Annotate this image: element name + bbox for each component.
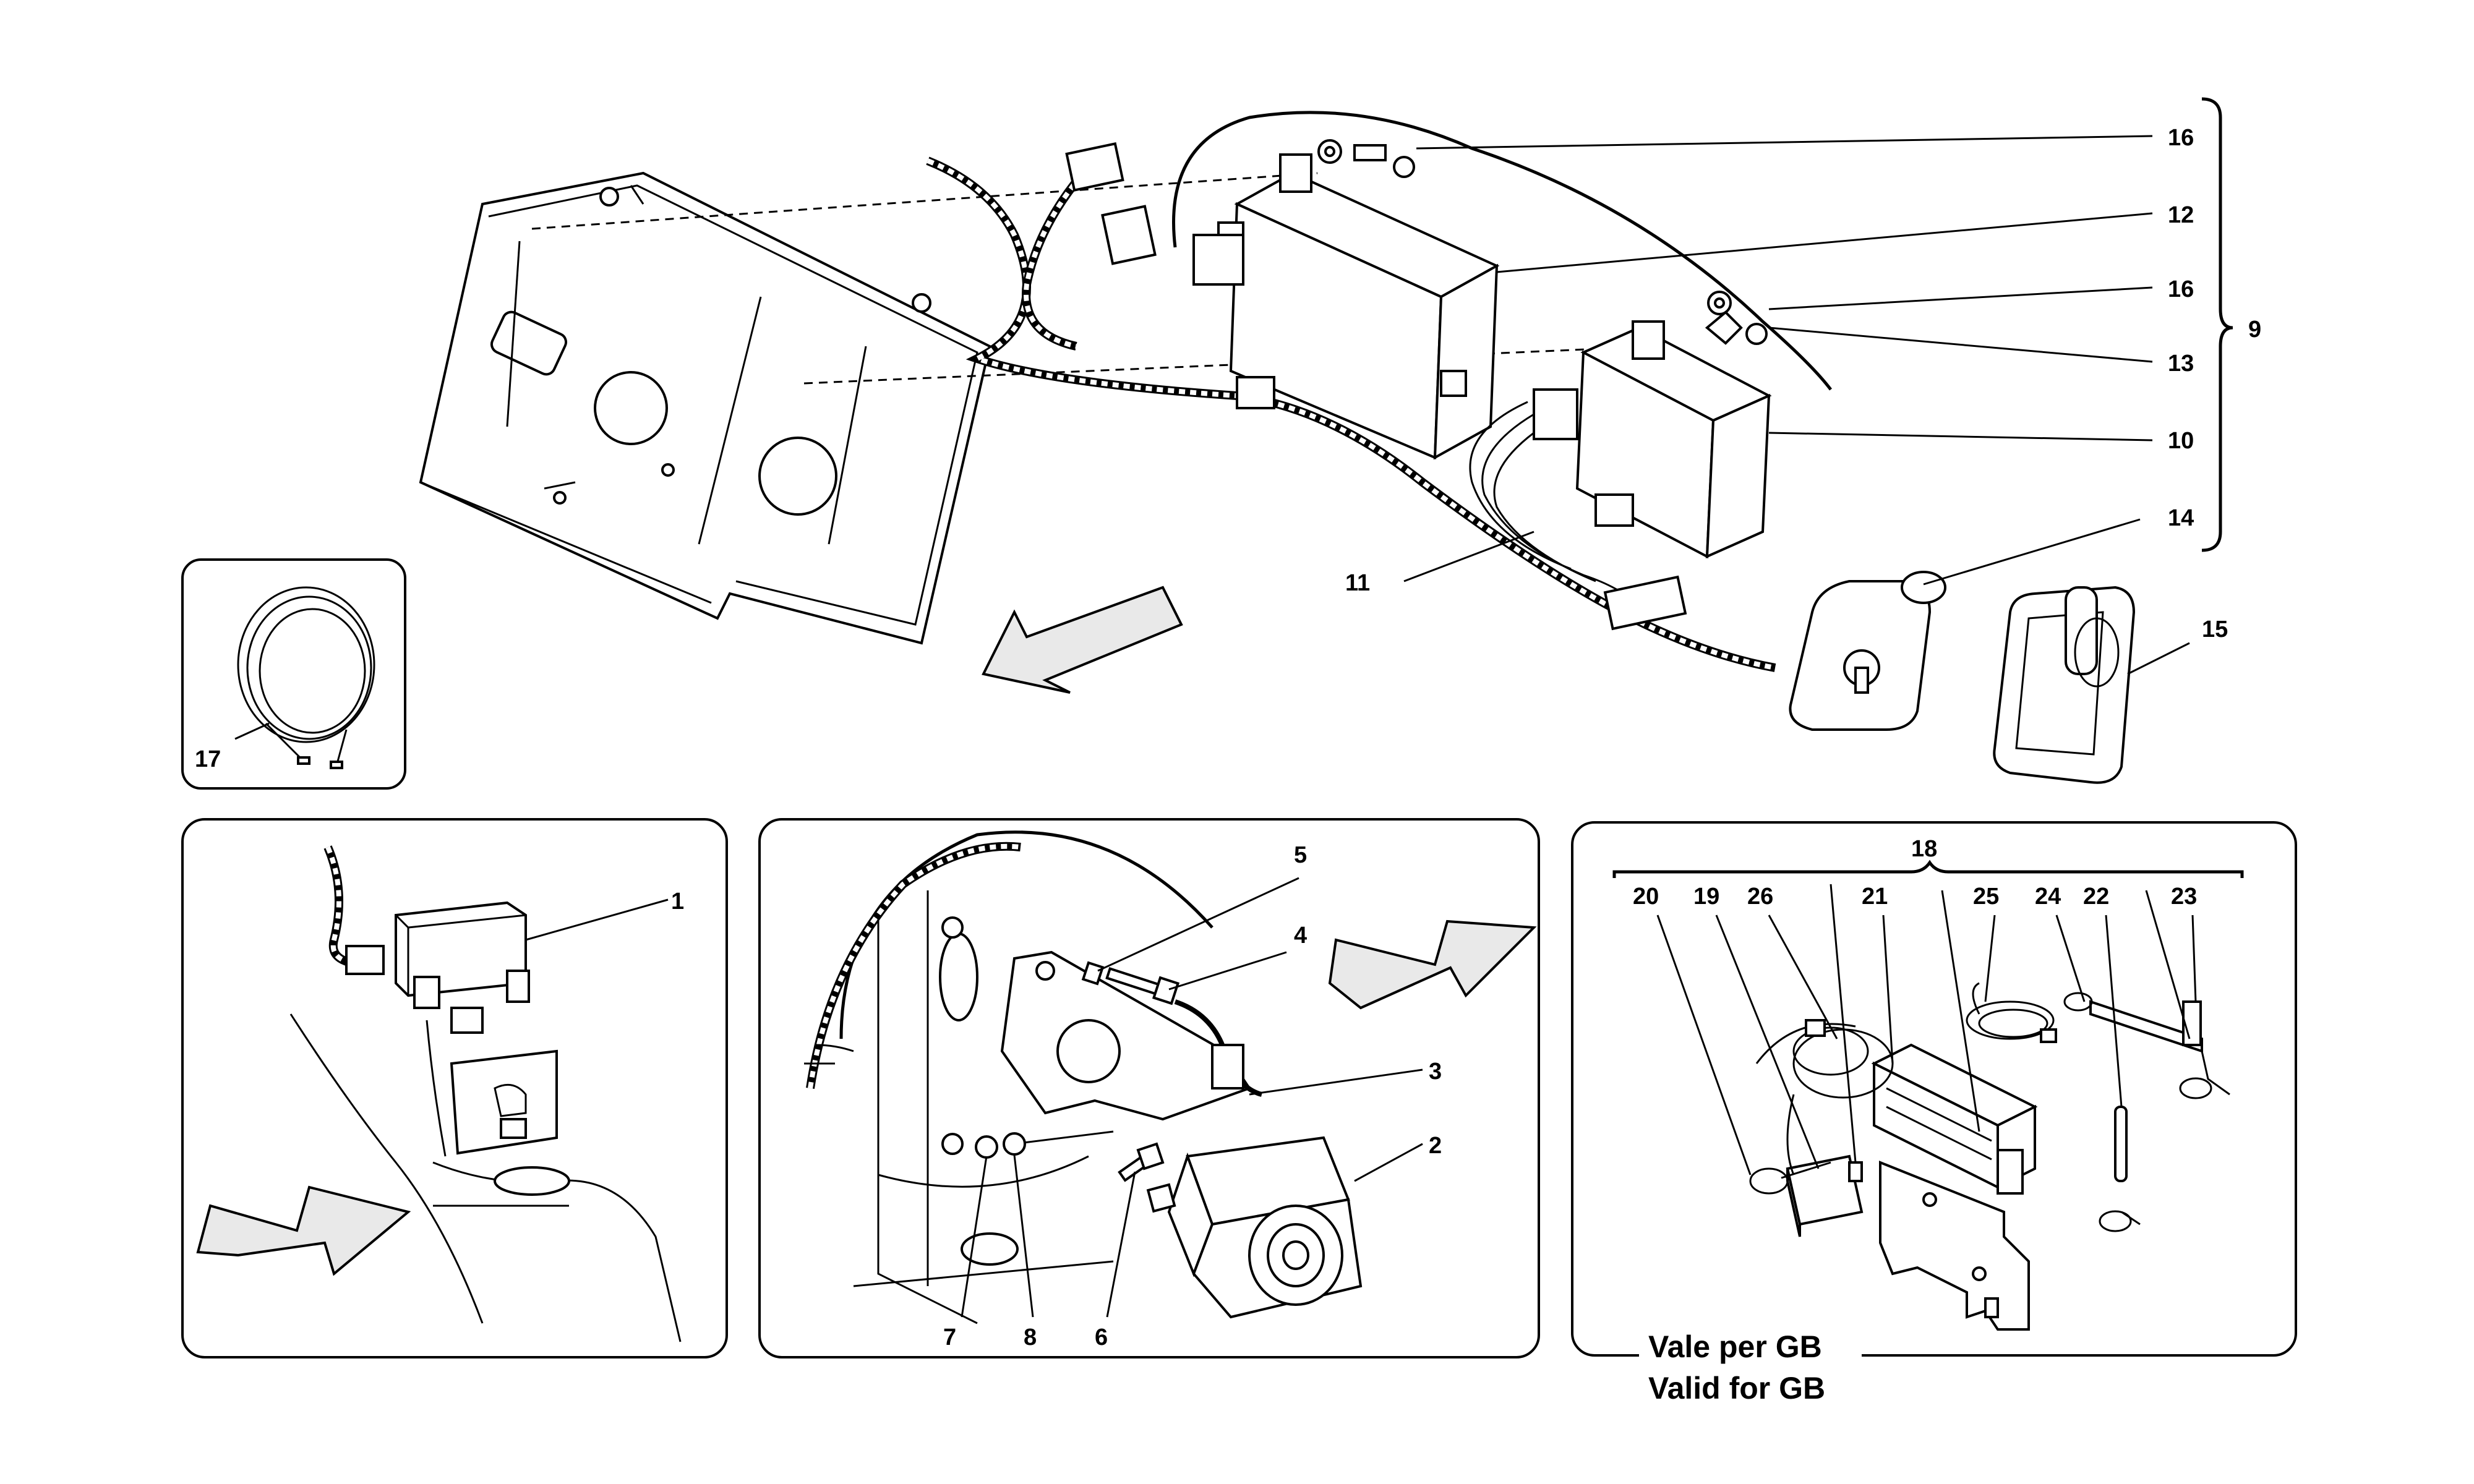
- note-en: Valid for GB: [1648, 1371, 1825, 1405]
- callout-16-upper: 16: [2168, 125, 2194, 151]
- panel-17: [181, 558, 406, 790]
- screw-6: [1118, 1142, 1165, 1182]
- leader-1: [525, 898, 669, 941]
- connector-11: [1603, 575, 1687, 631]
- gb-wiring-26: [1755, 1019, 1894, 1175]
- callout-16-lower: 16: [2168, 276, 2194, 302]
- antenna-cable-coil-17: [237, 586, 375, 769]
- washer-8: [1003, 1132, 1026, 1156]
- harness-connector-a: [1065, 142, 1124, 192]
- callout-17: 17: [195, 746, 221, 772]
- callout-8: 8: [1024, 1324, 1037, 1350]
- control-unit-12: [1217, 153, 1500, 460]
- wires-11: [1481, 413, 1640, 607]
- body-structure-siren: [804, 830, 1213, 1324]
- connector-12: [1192, 234, 1244, 286]
- callout-22: 22: [2083, 884, 2109, 910]
- leader-lines-top: [1403, 135, 2190, 675]
- harness-connector-b: [1101, 205, 1157, 265]
- panel-siren: [758, 818, 1540, 1358]
- remote-key-14: [1789, 571, 1946, 731]
- fastener-16-lower: [1705, 291, 1768, 345]
- gb-cable-25: [1966, 982, 2057, 1043]
- washer-5: [1081, 961, 1105, 986]
- gb-sensor-23: [2179, 1000, 2230, 1099]
- note-mask: [1639, 1323, 1862, 1404]
- mounting-plate: [419, 171, 991, 645]
- direction-arrow-siren: [1328, 919, 1537, 1010]
- gb-cable-20: [1749, 1161, 1831, 1195]
- leader-17: [234, 722, 270, 740]
- alarm-unit-10: [1533, 320, 1772, 559]
- key-pouch-15: [1993, 586, 2136, 784]
- gb-module-19: [1786, 1154, 1864, 1237]
- direction-arrow-top: [982, 586, 1183, 694]
- gb-mount-plate: [1879, 1161, 2030, 1331]
- callout-10: 10: [2168, 428, 2194, 454]
- panel-gb-kit: [1571, 821, 2297, 1357]
- callout-20: 20: [1633, 884, 1659, 910]
- nut-7: [975, 1135, 998, 1159]
- note-it: Vale per GB: [1648, 1329, 1822, 1364]
- bolt-4: [1105, 966, 1180, 1005]
- callout-6: 6: [1095, 1324, 1108, 1350]
- callout-19: 19: [1693, 884, 1719, 910]
- panel-1: [181, 818, 728, 1358]
- callout-13: 13: [2168, 351, 2194, 377]
- callout-25: 25: [1973, 884, 1999, 910]
- callout-11: 11: [1345, 570, 1370, 596]
- callout-2: 2: [1429, 1133, 1442, 1159]
- callout-15: 15: [2202, 616, 2228, 642]
- callout-18: 18: [1911, 836, 1937, 862]
- callout-1: 1: [671, 889, 684, 915]
- callout-5: 5: [1294, 842, 1307, 868]
- siren-bracket-3: [1000, 950, 1252, 1121]
- callout-7: 7: [943, 1324, 956, 1350]
- callout-24: 24: [2035, 884, 2061, 910]
- module-1: [395, 901, 530, 1034]
- callout-3: 3: [1429, 1059, 1442, 1085]
- leader-lines-siren: [961, 877, 1423, 1318]
- gb-sensor-22: [2099, 1106, 2141, 1232]
- siren-2: [1146, 1136, 1363, 1319]
- gb-alarm-control-unit: [1871, 1043, 2038, 1195]
- callout-9: 9: [2248, 317, 2261, 343]
- callout-26: 26: [1747, 884, 1773, 910]
- callout-12: 12: [2168, 202, 2194, 228]
- callout-4: 4: [1294, 923, 1307, 949]
- callout-21: 21: [1862, 884, 1888, 910]
- dashed-guide-upper: [531, 172, 1318, 230]
- callout-14: 14: [2168, 505, 2194, 531]
- leader-lines-gb: [1656, 884, 2197, 1175]
- gb-sensor-24: [2063, 992, 2203, 1053]
- direction-arrow-1: [196, 1185, 411, 1276]
- fastener-16-upper: [1317, 139, 1415, 178]
- group-bracket-9: [2201, 97, 2233, 552]
- group-bracket-18: [1612, 859, 2244, 878]
- mount-bracket-1: [289, 1013, 682, 1342]
- siren-connector: [1211, 1044, 1244, 1090]
- callout-23: 23: [2171, 884, 2197, 910]
